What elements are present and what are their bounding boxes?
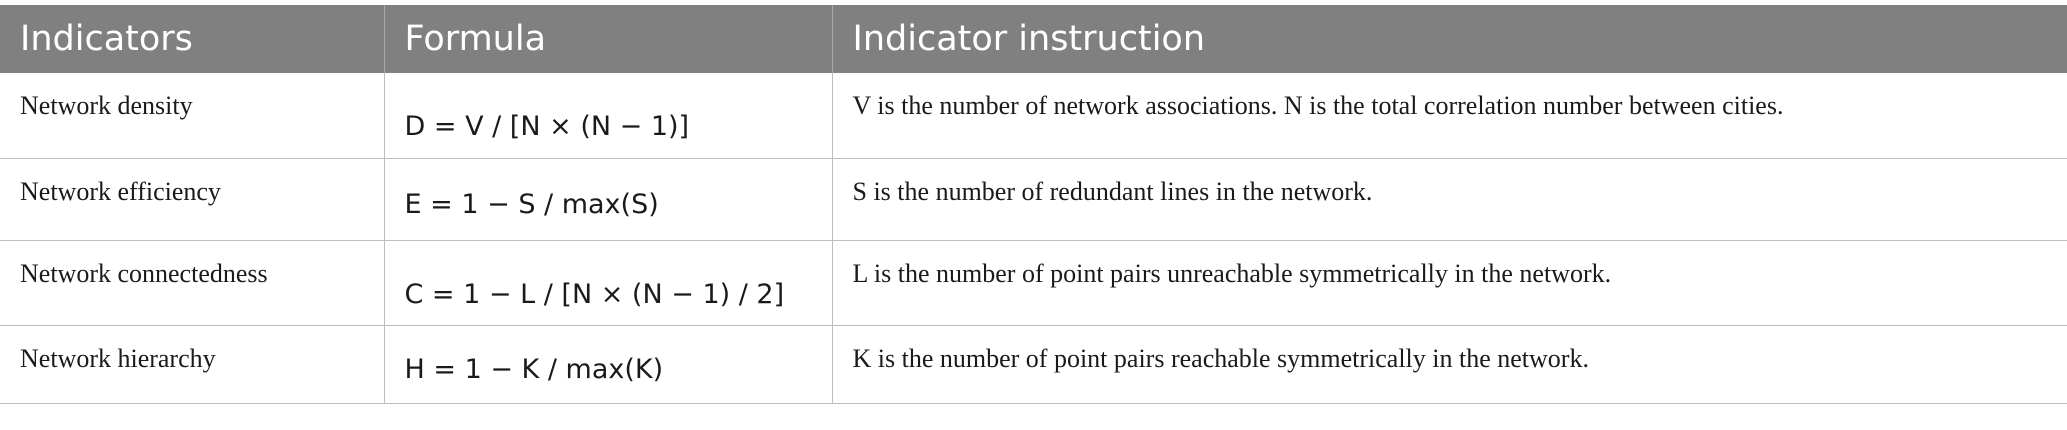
instruction-cell: L is the number of point pairs unreachab… (831, 240, 2067, 326)
table-body: Network density D = V / [N × (N − 1)] V … (0, 73, 2067, 404)
instruction-text: L is the number of point pairs unreachab… (852, 258, 1612, 288)
indicator-cell: Network hierarchy (0, 325, 384, 404)
indicator-name: Network density (20, 91, 193, 120)
formula-cell: D = V / [N × (N − 1)] (383, 73, 832, 159)
table-row: Network hierarchy H = 1 − K / max(K) K i… (0, 325, 2067, 404)
table-row: Network density D = V / [N × (N − 1)] V … (0, 73, 2067, 159)
header-row: Indicators Formula Indicator instruction (0, 5, 2067, 73)
instruction-cell: K is the number of point pairs reachable… (831, 325, 2067, 404)
indicator-cell: Network efficiency (0, 158, 384, 241)
table-header: Indicators Formula Indicator instruction (0, 5, 2067, 73)
indicator-cell: Network density (0, 73, 384, 159)
formula-text: C = 1 − L / [N × (N − 1) / 2] (404, 278, 785, 310)
instruction-text: V is the number of network associations.… (852, 91, 1784, 120)
formula-text: H = 1 − K / max(K) (404, 353, 664, 385)
formula-cell: H = 1 − K / max(K) (383, 325, 832, 404)
formula-text: D = V / [N × (N − 1)] (404, 111, 690, 142)
instruction-cell: S is the number of redundant lines in th… (831, 158, 2067, 241)
instruction-text: K is the number of point pairs reachable… (852, 343, 1589, 373)
formula-cell: E = 1 − S / max(S) (383, 158, 832, 241)
table-row: Network connectedness C = 1 − L / [N × (… (0, 240, 2067, 326)
indicator-cell: Network connectedness (0, 240, 384, 326)
instruction-cell: V is the number of network associations.… (831, 73, 2067, 159)
header-indicators: Indicators (20, 19, 193, 59)
formula-text: E = 1 − S / max(S) (404, 188, 659, 220)
instruction-text: S is the number of redundant lines in th… (852, 176, 1373, 206)
indicator-name: Network hierarchy (20, 343, 216, 373)
indicators-table: Indicators Formula Indicator instruction… (0, 5, 2067, 404)
indicator-name: Network connectedness (20, 258, 268, 288)
table-row: Network efficiency E = 1 − S / max(S) S … (0, 158, 2067, 241)
formula-cell: C = 1 − L / [N × (N − 1) / 2] (383, 240, 832, 326)
header-formula: Formula (383, 5, 832, 73)
header-indicator-instruction: Indicator instruction (831, 5, 2067, 73)
indicator-name: Network efficiency (20, 176, 221, 206)
